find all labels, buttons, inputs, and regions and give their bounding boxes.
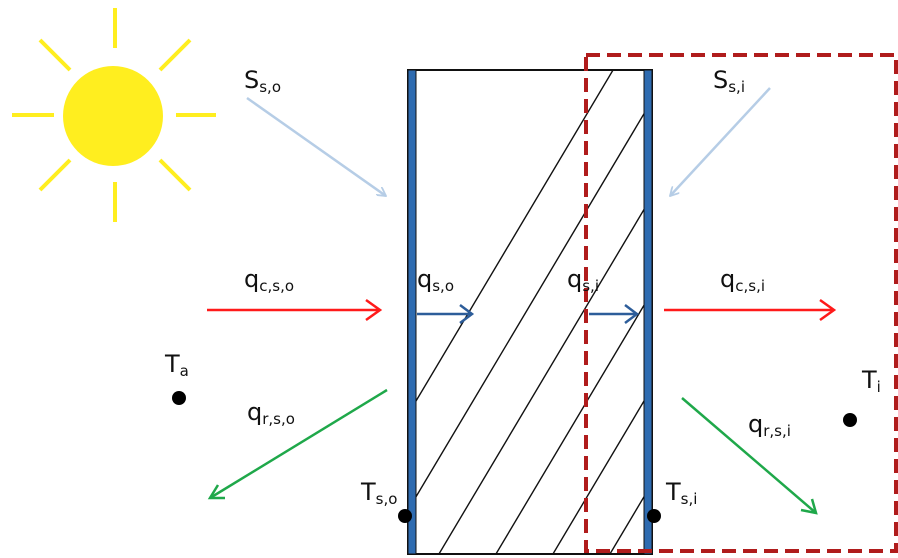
label-surface-temp-inside: Ts,i	[665, 478, 697, 508]
conv-outside-arrow	[207, 298, 383, 322]
label-solar-outside: Ss,o	[244, 66, 281, 96]
conv-inside-arrow	[664, 298, 837, 322]
sun-rays	[12, 8, 216, 222]
control-volume-boundary	[584, 53, 898, 553]
rad-outside-arrow	[207, 388, 388, 500]
label-conv-inside: qc,s,i	[720, 265, 765, 295]
ambient-temp-node	[172, 391, 186, 405]
label-cond-inside: qs,i	[567, 265, 599, 295]
label-surface-temp-outside: Ts,o	[360, 478, 397, 508]
label-rad-outside: qr,s,o	[247, 398, 295, 428]
wall-body	[416, 70, 644, 554]
hatch-line	[438, 208, 644, 554]
label-cond-outside: qs,o	[417, 265, 454, 295]
rad-inside-arrow	[681, 397, 818, 515]
label-ambient-temp: Ta	[164, 350, 189, 380]
hatch-line	[832, 60, 898, 558]
outside-surface-layer	[407, 69, 417, 555]
sun-icon	[12, 8, 216, 222]
sun-disc	[63, 66, 163, 166]
cond-inside-arrow	[589, 304, 640, 324]
hatch-line	[552, 399, 644, 554]
label-rad-inside: qr,s,i	[748, 410, 791, 440]
cond-outside-arrow	[417, 304, 475, 324]
inside-temp-node	[843, 413, 857, 427]
solar-outside-arrow	[246, 96, 386, 196]
label-conv-outside: qc,s,o	[244, 265, 294, 295]
hatch-line	[416, 112, 644, 499]
inside-surface-temp-node	[647, 509, 661, 523]
label-solar-inside: Ss,i	[713, 66, 745, 96]
label-inside-temp: Ti	[861, 366, 881, 396]
outside-surface-temp-node	[398, 509, 412, 523]
inside-surface-layer	[643, 69, 653, 555]
hatch-line	[495, 303, 644, 554]
solar-inside-arrow	[670, 87, 771, 196]
